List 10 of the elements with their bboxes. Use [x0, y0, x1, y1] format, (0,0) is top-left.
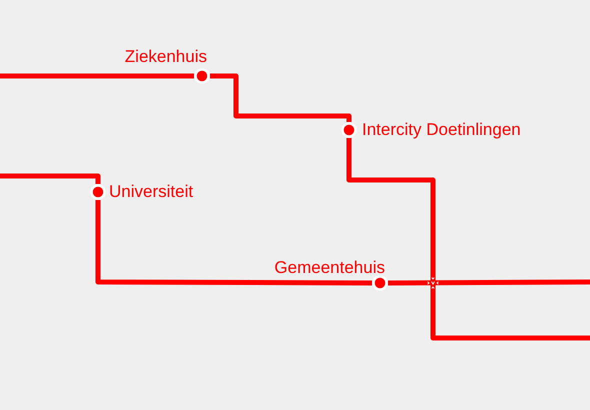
- rail-line: [0, 74, 194, 78]
- station-name: Universiteit: [109, 183, 194, 201]
- station-name: Ziekenhuis: [124, 48, 207, 66]
- station-name: Gemeentehuis: [274, 259, 385, 277]
- rail-line: [346, 138, 590, 340]
- rail-line: [0, 174, 100, 184]
- rail-line: [210, 74, 352, 122]
- station-name: Intercity Doetinlingen: [362, 121, 521, 139]
- rail-line: [388, 280, 590, 286]
- rail-line: [96, 200, 372, 286]
